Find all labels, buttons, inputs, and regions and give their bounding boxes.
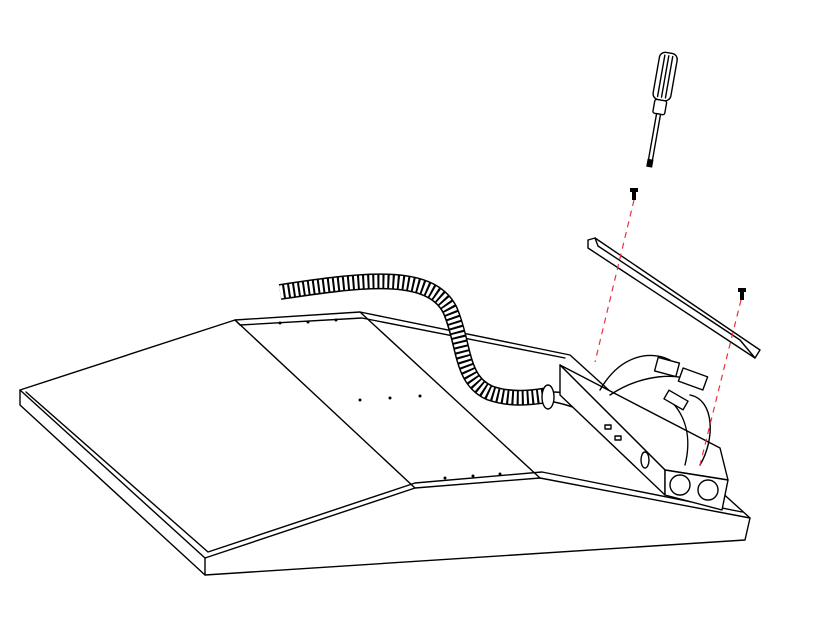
guide-line [594,199,635,363]
screw [630,188,638,200]
cover-plate [587,237,761,359]
junction-box [559,354,729,511]
screw [738,288,746,300]
screwdriver [646,51,678,168]
mounting-holes [278,318,502,480]
